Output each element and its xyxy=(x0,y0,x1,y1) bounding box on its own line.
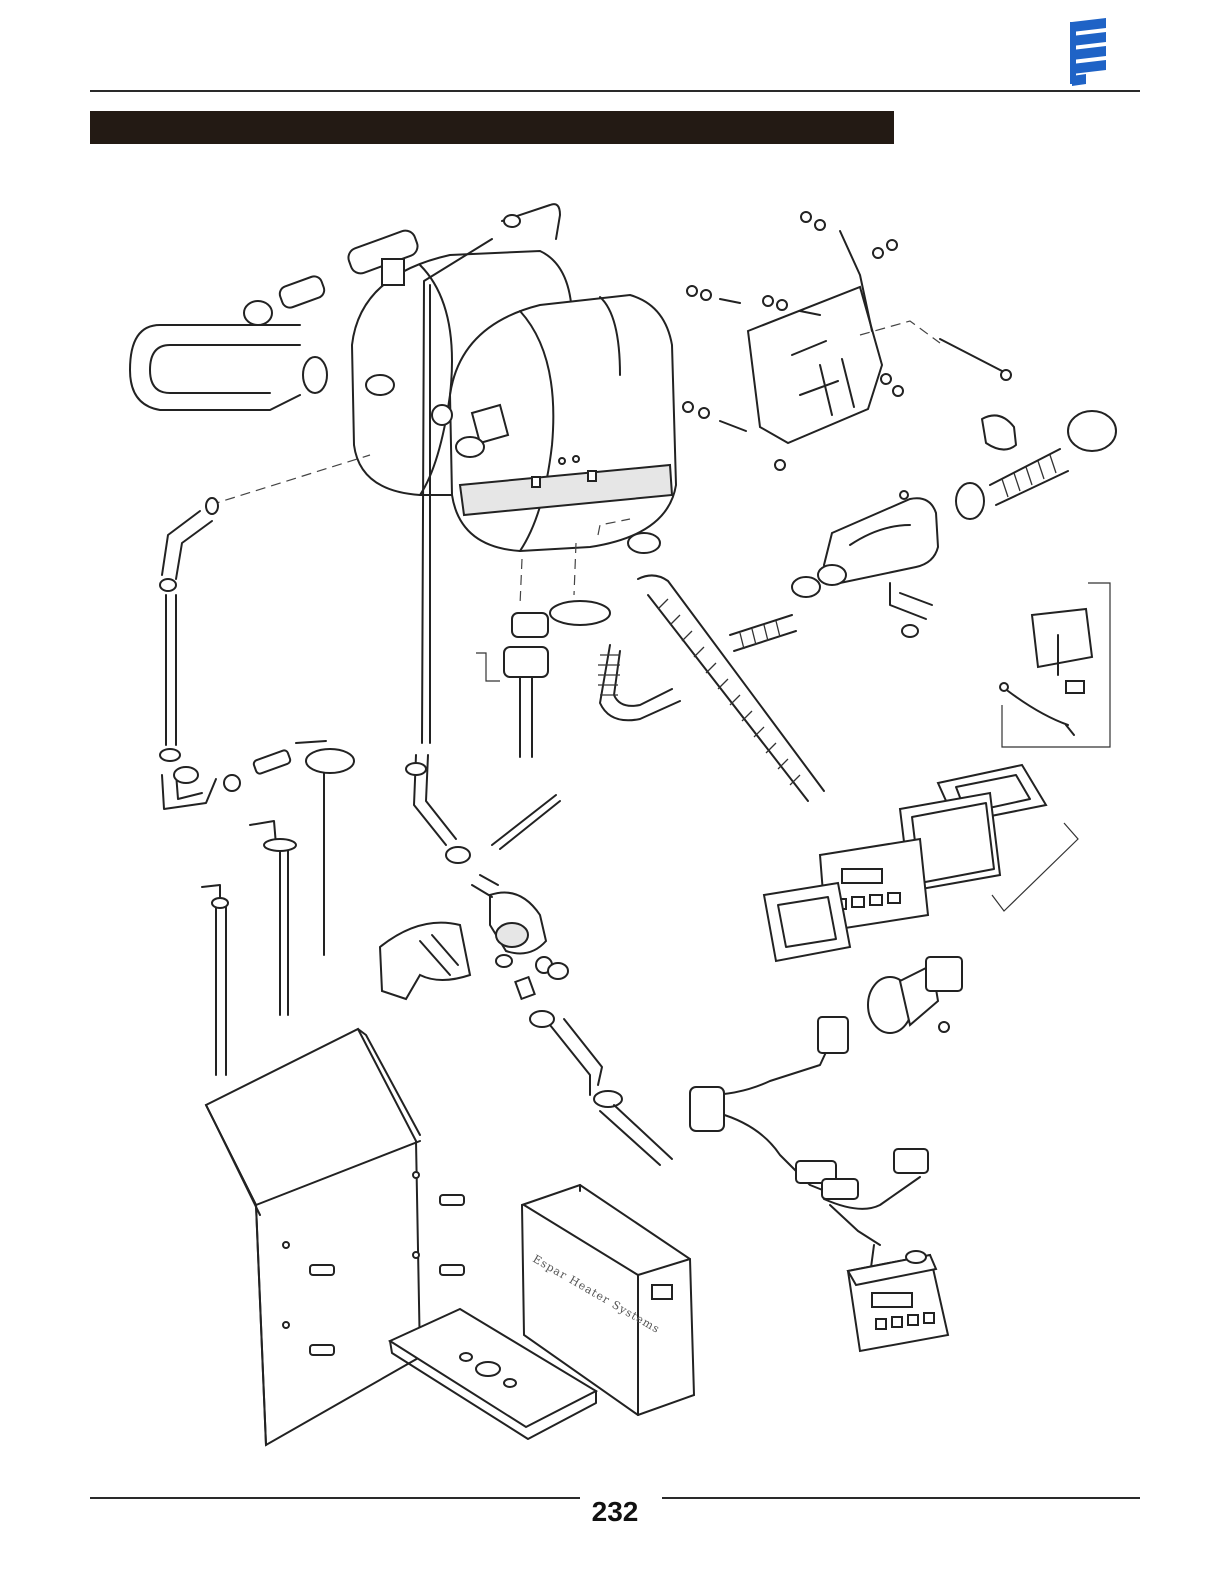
timer-gasket xyxy=(762,881,852,963)
fuel-pickup-tube-2 xyxy=(201,884,227,1076)
exploded-parts-diagram: Espar Heater Systems xyxy=(129,203,1117,1447)
exhaust-end-sleeve xyxy=(1067,410,1117,452)
footer-rule-right xyxy=(662,1497,1140,1499)
control-unit-box: Espar Heater Systems xyxy=(520,1183,696,1417)
header-rule xyxy=(90,90,1140,92)
eberspaecher-logo-icon xyxy=(1070,18,1106,86)
rotary-control-knob xyxy=(867,956,963,1034)
fuel-line xyxy=(421,238,493,744)
enclosure-screws xyxy=(309,1194,465,1356)
heater-enclosure xyxy=(204,1027,422,1447)
footer-rule-left xyxy=(90,1497,580,1499)
digital-timer xyxy=(818,837,930,933)
page-number: 232 xyxy=(591,1496,639,1527)
combustion-air-pipe xyxy=(599,644,681,722)
coolant-hose-u xyxy=(129,324,301,411)
hose-connector xyxy=(278,275,326,309)
remote-control-box xyxy=(846,1250,950,1353)
fuse-holder xyxy=(1030,607,1094,669)
heater-mounting-plate xyxy=(746,285,884,445)
hose-clamp xyxy=(549,600,611,626)
wiring-harness xyxy=(705,1034,921,1276)
heater-unit-front xyxy=(365,293,678,553)
wiring-plug xyxy=(511,612,549,638)
pump-mount-bracket xyxy=(378,921,472,1001)
exhaust-flex-pipe xyxy=(637,574,825,802)
section-title-bar xyxy=(90,111,894,144)
